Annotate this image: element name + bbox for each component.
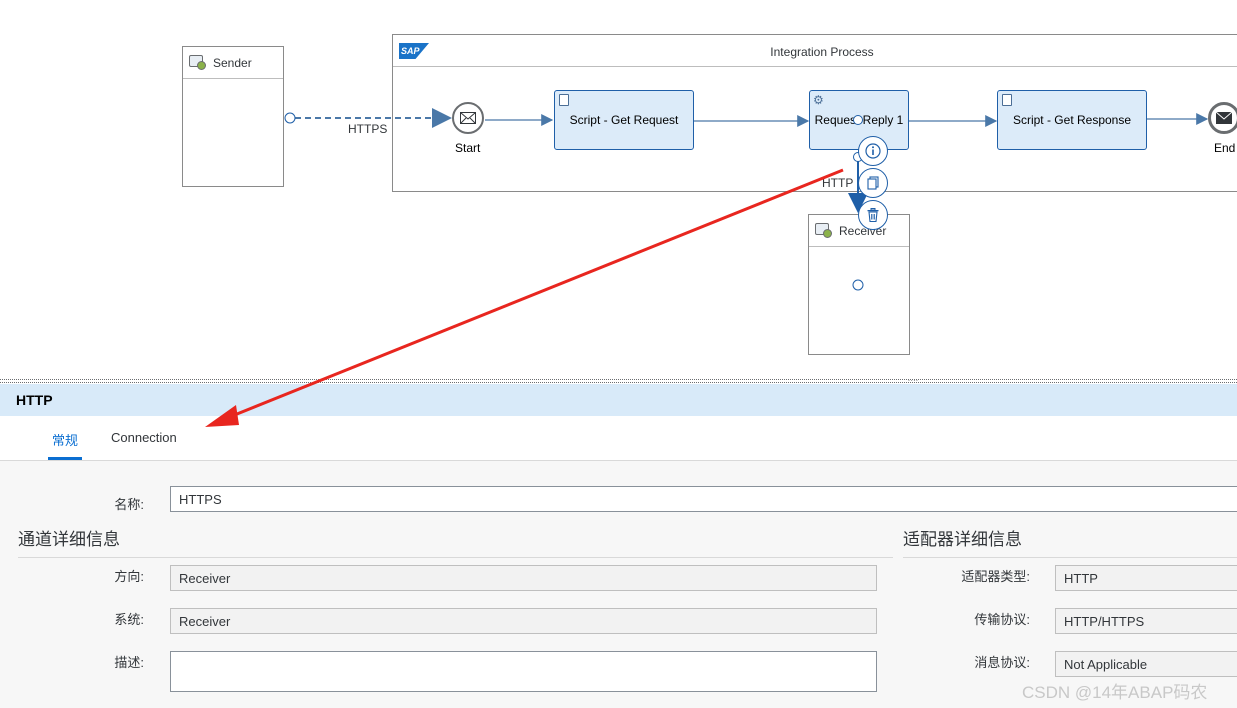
request-reply-port[interactable] xyxy=(853,115,863,125)
system-label: 系统: xyxy=(114,612,144,627)
envelope-icon xyxy=(1216,112,1232,124)
step-label: Script - Get Request xyxy=(569,113,679,127)
direction-field: Receiver xyxy=(170,565,877,591)
adapter-details-divider xyxy=(903,557,1237,558)
system-field: Receiver xyxy=(170,608,877,634)
start-event[interactable] xyxy=(452,102,484,134)
step-label: Script - Get Response xyxy=(1012,113,1132,127)
tab-connection[interactable]: Connection xyxy=(111,430,177,445)
tab-general[interactable]: 常规 xyxy=(52,433,79,448)
info-button[interactable] xyxy=(858,136,888,166)
system-icon xyxy=(189,55,206,70)
description-label: 描述: xyxy=(114,655,144,670)
receiver-connection-label[interactable]: HTTP xyxy=(822,176,854,190)
watermark: CSDN @14年ABAP码农 xyxy=(1022,683,1208,702)
name-label: 名称: xyxy=(114,497,144,512)
message-protocol-label: 消息协议: xyxy=(974,655,1030,670)
step-script-get-response[interactable]: Script - Get Response xyxy=(997,90,1147,150)
sender-connection-label[interactable]: HTTPS xyxy=(348,122,388,136)
sender-pool[interactable]: Sender xyxy=(182,46,284,187)
script-icon xyxy=(559,94,569,106)
gear-icon: ⚙ xyxy=(813,93,824,107)
diagram-canvas[interactable]: Sender SAP Integration Process Receiver xyxy=(0,0,1237,380)
sender-pool-header: Sender xyxy=(183,47,283,79)
integration-process-header: SAP Integration Process xyxy=(393,35,1237,67)
integration-process-title: Integration Process xyxy=(770,45,874,59)
properties-title: HTTP xyxy=(16,392,53,408)
envelope-icon xyxy=(460,112,476,124)
message-protocol-field: Not Applicable xyxy=(1055,651,1237,677)
name-input[interactable]: HTTPS xyxy=(170,486,1237,512)
properties-tabs: 常规 Connection xyxy=(0,416,1237,461)
transport-protocol-label: 传输协议: xyxy=(974,612,1030,627)
transport-protocol-field: HTTP/HTTPS xyxy=(1055,608,1237,634)
receiver-port[interactable] xyxy=(852,279,864,291)
channel-details-title: 通道详细信息 xyxy=(18,530,120,549)
script-icon xyxy=(1002,94,1012,106)
adapter-type-label: 适配器类型: xyxy=(961,569,1030,584)
description-textarea[interactable] xyxy=(170,651,877,692)
end-event-label: End xyxy=(1214,141,1236,155)
end-event[interactable] xyxy=(1208,102,1237,134)
info-icon xyxy=(865,143,881,159)
channel-details-divider xyxy=(18,557,893,558)
properties-header: HTTP xyxy=(0,384,1237,416)
connector-lines xyxy=(284,108,1209,291)
splitter-grip-icon[interactable]: ···· xyxy=(907,376,919,385)
copy-icon xyxy=(867,176,879,190)
copy-button[interactable] xyxy=(858,168,888,198)
properties-form: 名称: HTTPS 通道详细信息 方向: Receiver 系统: Receiv… xyxy=(0,461,1237,708)
direction-label: 方向: xyxy=(114,569,144,584)
adapter-details-title: 适配器详细信息 xyxy=(903,530,1022,549)
sender-connection-port[interactable] xyxy=(284,112,296,124)
active-tab-indicator xyxy=(48,457,82,460)
adapter-type-field: HTTP xyxy=(1055,565,1237,591)
delete-button[interactable] xyxy=(858,200,888,230)
step-script-get-request[interactable]: Script - Get Request xyxy=(554,90,694,150)
sender-label: Sender xyxy=(213,56,252,70)
delete-icon xyxy=(867,208,879,223)
panel-splitter[interactable] xyxy=(0,379,1237,383)
start-event-label: Start xyxy=(455,141,481,155)
